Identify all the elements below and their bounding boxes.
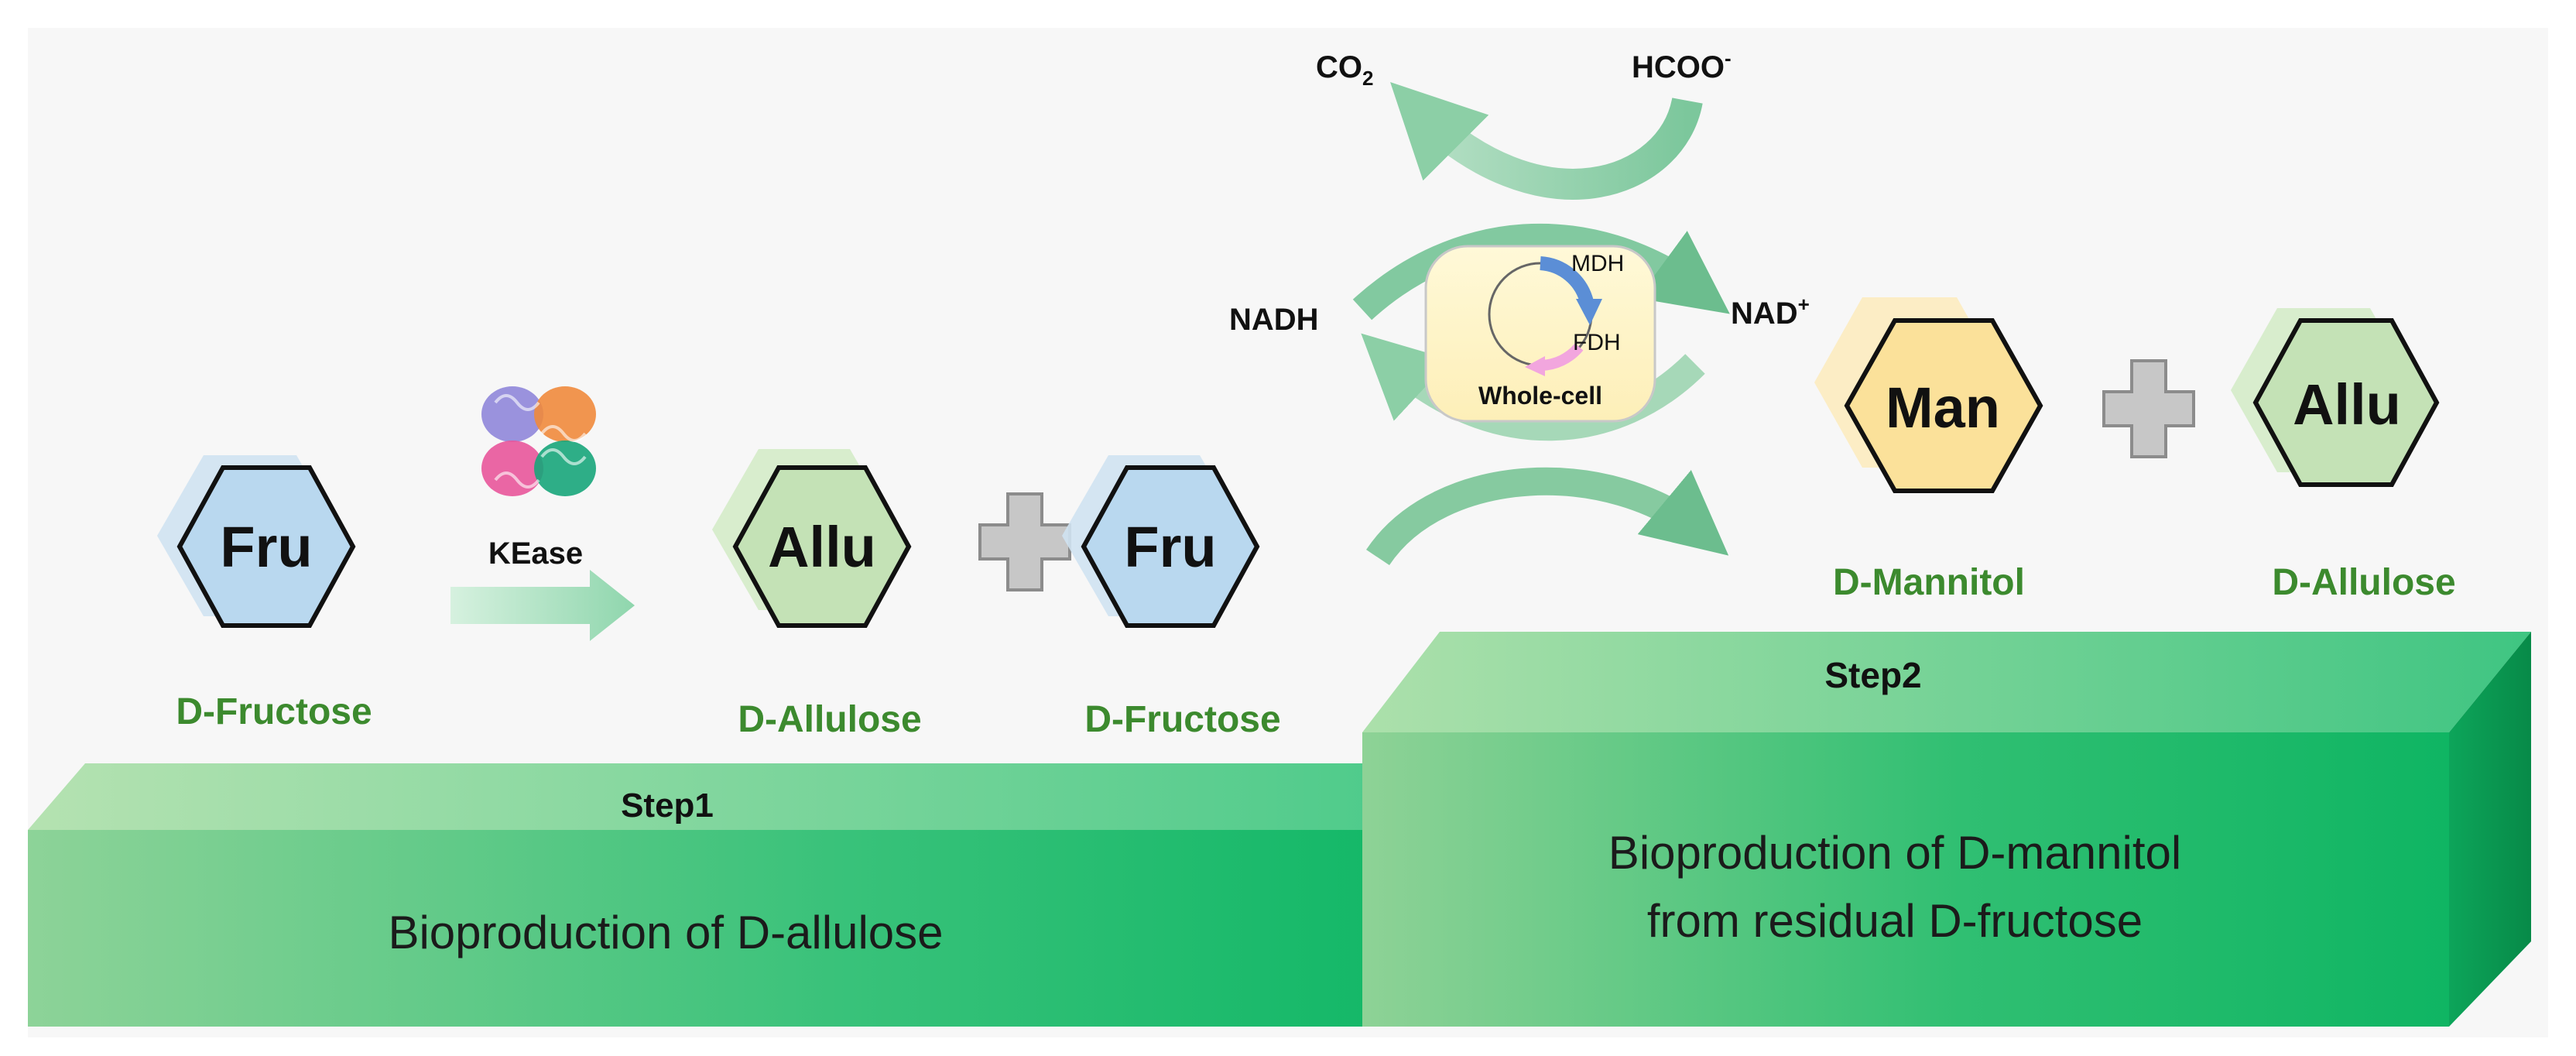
fdh-arrowhead: [1525, 356, 1545, 376]
step2-description-line1: Bioproduction of D-mannitol: [1608, 827, 2181, 879]
fructose-hexagon: Fru: [157, 455, 356, 628]
mdh-arrow: [1540, 256, 1594, 304]
co2-label: CO2: [1316, 50, 1373, 90]
mannitol-name: D-Mannitol: [1833, 562, 2025, 603]
nad-label: NAD+: [1731, 293, 1810, 331]
nadh-to-nad-upper-arrow: [1352, 223, 1730, 321]
step2-label: Step2: [1824, 655, 1921, 695]
allulose-hexagon-step2: Allu: [2231, 308, 2440, 487]
fructose-residual-name: D-Fructose: [1084, 699, 1280, 740]
whole-cell-box: [1424, 245, 1656, 423]
formate-label: HCOO-: [1632, 46, 1732, 84]
allulose-step2-abbr: Allu: [2293, 372, 2401, 437]
allulose-step1-abbr: Allu: [768, 515, 876, 579]
fructose-hexagon-residual: Fru: [1062, 455, 1260, 628]
kease-protein-icon: [481, 386, 596, 496]
mdh-label: MDH: [1571, 251, 1624, 276]
step1-block-top: [28, 763, 1378, 830]
allulose-hexagon-step1: Allu: [712, 449, 912, 628]
mannitol-abbr: Man: [1886, 375, 2000, 440]
step2-block-front: [1362, 732, 2449, 1027]
step2-block-top: [1362, 632, 2531, 732]
mannitol-hexagon: Man: [1814, 297, 2043, 493]
step1-block: Step1 Bioproduction of D-allulose: [28, 763, 1378, 1027]
cofactor-cycle: MDH FDH Whole-cell: [1352, 82, 1730, 566]
mdh-arrowhead: [1576, 299, 1602, 325]
fructose-name: D-Fructose: [176, 691, 372, 732]
fdh-label: FDH: [1573, 330, 1621, 355]
plus-icon-step2: [2102, 359, 2195, 458]
kease-label: KEase: [488, 537, 583, 571]
fructose-residual-abbr: Fru: [1124, 515, 1216, 579]
step1-block-front: [28, 830, 1378, 1027]
step2-block: Step2 Bioproduction of D-mannitol from r…: [1362, 632, 2531, 1027]
step2-block-side: [2449, 632, 2531, 1027]
allulose-step1-name: D-Allulose: [738, 699, 921, 740]
plus-icon-step1: [978, 492, 1071, 591]
fructose-to-mannitol-arrow: [1366, 467, 1729, 566]
nadh-label: NADH: [1229, 303, 1319, 337]
fructose-abbr: Fru: [220, 515, 312, 579]
step1-description: Bioproduction of D-allulose: [388, 907, 943, 958]
step1-label: Step1: [621, 787, 714, 825]
kease-reaction-arrow: [450, 570, 635, 641]
allulose-step2-name: D-Allulose: [2272, 562, 2455, 603]
formate-to-co2-arrow: [1390, 82, 1703, 200]
step2-description-line2: from residual D-fructose: [1647, 895, 2143, 947]
whole-cell-label: Whole-cell: [1478, 382, 1602, 410]
